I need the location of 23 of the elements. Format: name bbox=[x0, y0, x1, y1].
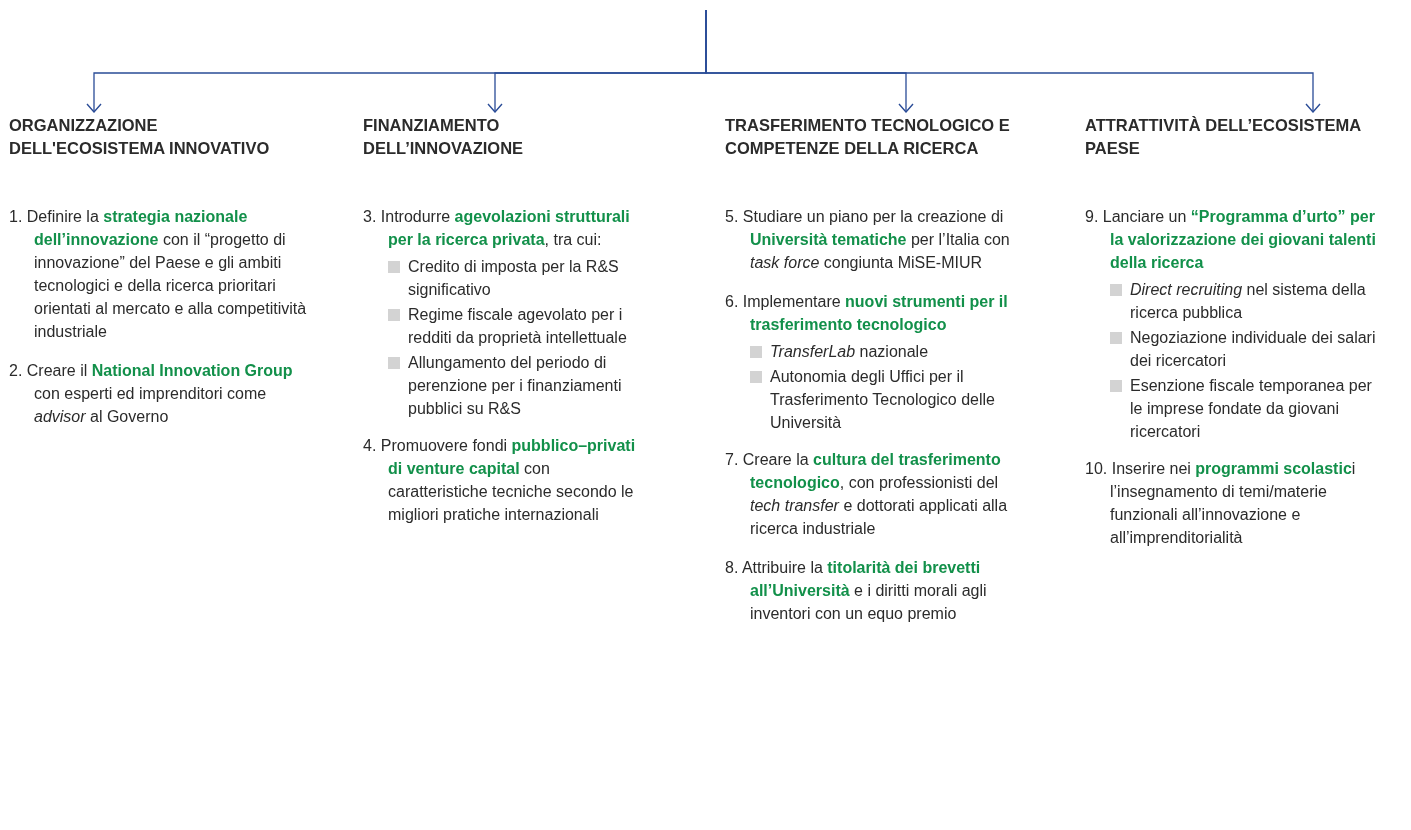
bullet-item: Esenzione fiscale temporanea per le imprese fondate da giovani ricercatori bbox=[1085, 374, 1385, 443]
bullet-item: Autonomia degli Uffici per il Trasferimento Tecnologico delle Università bbox=[725, 365, 1025, 434]
bullet-item: Credito di imposta per la R&S significativo bbox=[363, 255, 648, 301]
bullet-item: Regime fiscale agevolato per i redditi da proprietà intellettuale bbox=[363, 303, 648, 349]
bullet-item: TransferLab nazionale bbox=[725, 340, 1025, 363]
column-heading: TRASFERIMENTO TECNOLOGICO E COMPETENZE DELLA RICERCA bbox=[725, 115, 1011, 159]
numbered-item: 8. Attribuire la titolarità dei brevetti all’Università e i diritti morali agli inventori con un equo premio bbox=[725, 558, 988, 624]
column-heading: ATTRATTIVITÀ DELL’ECOSISTEMA PAESE bbox=[1085, 115, 1362, 159]
numbered-item: 1. Definire la strategia nazionale dell’innovazione con il “progetto di innovazione” del Paese e gli ambiti tecnologici e della ricerca prioritari orientati al mercato e alla competitività industriale bbox=[9, 207, 308, 342]
numbered-item: 3. Introdurre agevolazioni strutturali per la ricerca privata, tra cui: bbox=[363, 207, 631, 250]
numbered-item: 2. Creare il National Innovation Group con esperti ed imprenditori come advisor al Governo bbox=[9, 361, 294, 427]
arrow bbox=[705, 9, 1321, 113]
column-heading: FINANZIAMENTO DELL’INNOVAZIONE bbox=[363, 115, 525, 159]
numbered-item: 4. Promuovere fondi pubblico–privati di venture capital con caratteristiche tecniche secondo le migliori pratiche internazionali bbox=[363, 436, 637, 525]
column-heading: ORGANIZZAZIONE DELL'ECOSISTEMA INNOVATIVO bbox=[9, 115, 271, 159]
bullet-item: Direct recruiting nel sistema della ricerca pubblica bbox=[1085, 278, 1385, 324]
bullet-item: Allungamento del periodo di perenzione per i finanziamenti pubblici su R&S bbox=[363, 351, 648, 420]
bullet-item: Negoziazione individuale dei salari dei ricercatori bbox=[1085, 326, 1385, 372]
numbered-item: 6. Implementare nuovi strumenti per il trasferimento tecnologico bbox=[725, 292, 1009, 335]
numbered-item: 9. Lanciare un “Programma d’urto” per la valorizzazione dei giovani talenti della ricerca bbox=[1085, 207, 1377, 273]
numbered-item: 10. Inserire nei programmi scolastici l’insegnamento di temi/materie funzionali all’innovazione e all’imprenditorialità bbox=[1085, 459, 1357, 548]
numbered-item: 7. Creare la cultura del trasferimento tecnologico, con professionisti del tech transfer e dottorati applicati alla ricerca industriale bbox=[725, 450, 1009, 539]
numbered-item: 5. Studiare un piano per la creazione di Università tematiche per l’Italia con task force congiunta MiSE-MIUR bbox=[725, 207, 1011, 273]
